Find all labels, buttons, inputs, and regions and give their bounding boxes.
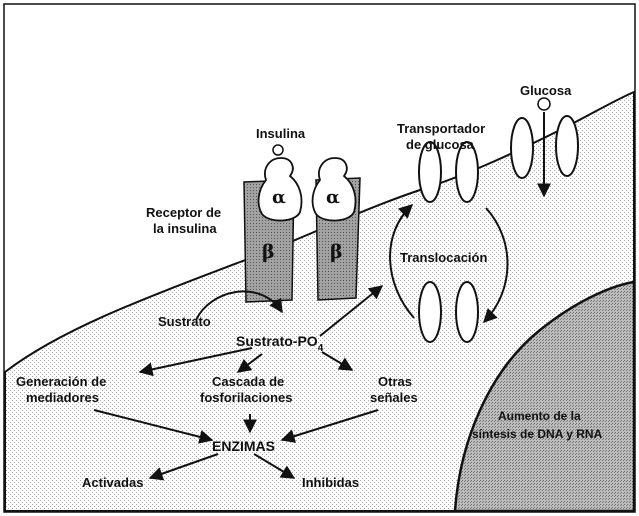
label-insulina: Insulina: [256, 126, 306, 141]
label-alpha-left: α: [272, 187, 286, 208]
label-generacion-line1: Generación de: [16, 374, 106, 389]
transporter-vesicle-bottom-left: [419, 282, 441, 342]
label-transportador-line2: de glucosa: [406, 137, 475, 152]
label-inhibidas: Inhibidas: [302, 475, 359, 490]
label-enzimas: ENZIMAS: [212, 438, 275, 454]
insulin-molecule-icon: [273, 145, 283, 155]
transporter-vesicle-bottom-right: [456, 282, 478, 342]
label-otras-line1: Otras: [378, 374, 412, 389]
label-activadas: Activadas: [82, 475, 143, 490]
label-beta-right: β: [330, 241, 343, 263]
glucose-molecule-icon: [538, 98, 550, 110]
label-glucosa: Glucosa: [520, 83, 572, 98]
label-receptor-line1: Receptor de: [146, 205, 221, 220]
label-receptor-line2: la insulina: [153, 221, 217, 236]
transporter-membrane-left: [511, 118, 533, 178]
label-aumento-line1: Aumento de la: [498, 409, 581, 423]
label-po4-subscript: 4: [318, 343, 324, 354]
label-transportador-line1: Transportador: [397, 121, 485, 136]
label-cascada-line2: fosforilaciones: [200, 390, 292, 405]
label-otras-line2: señales: [370, 390, 418, 405]
transporter-membrane-right: [556, 116, 578, 176]
label-generacion-line2: mediadores: [26, 390, 99, 405]
label-sustrato-po4-text: Sustrato-PO: [236, 333, 318, 349]
label-alpha-right: α: [326, 187, 340, 208]
label-translocacion: Translocación: [400, 250, 487, 265]
label-aumento-line2: síntesis de DNA y RNA: [472, 427, 603, 441]
label-beta-left: β: [262, 241, 275, 263]
label-sustrato: Sustrato: [158, 314, 211, 329]
label-cascada-line1: Cascada de: [212, 374, 284, 389]
